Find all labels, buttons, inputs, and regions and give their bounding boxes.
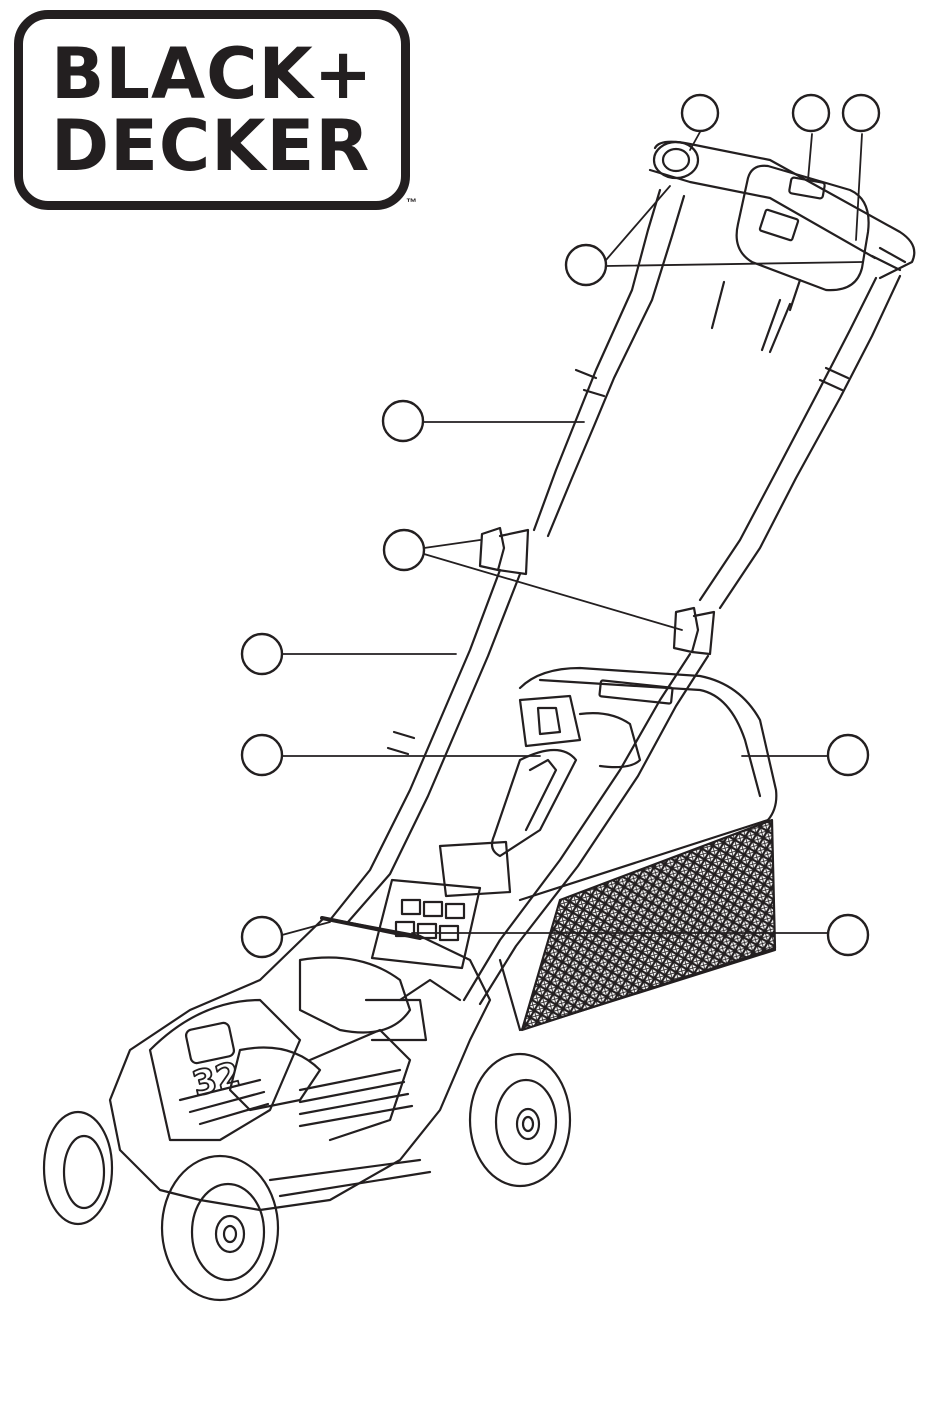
callout-handle-right (843, 95, 879, 131)
wheel-front-right (470, 1054, 570, 1186)
upper-handle-right (700, 276, 900, 608)
callout-grass-box (828, 735, 868, 775)
wheel-rear-left (44, 1112, 112, 1224)
handle-clamp-right (674, 608, 714, 654)
callout-height-adjust (242, 917, 282, 957)
callout-lower-handle (242, 634, 282, 674)
callout-lock-off-button (566, 245, 606, 285)
callout-switch-box (793, 95, 829, 131)
control-panel (372, 842, 510, 968)
upper-handle-left (534, 190, 684, 536)
handle-clamp-left (480, 528, 528, 574)
grass-box (500, 668, 776, 1030)
callout-handle-clamps (384, 530, 424, 570)
callout-handle-top-left (682, 95, 718, 131)
switch-box (712, 166, 869, 352)
grass-box-handle (492, 750, 576, 856)
handle-bar (650, 142, 914, 278)
callout-circles (242, 95, 879, 957)
callout-grass-box-handle (242, 735, 282, 775)
wheel-front-left (162, 1156, 278, 1300)
lower-handle-left (330, 570, 520, 922)
callout-battery-cover (828, 915, 868, 955)
mower-body (110, 918, 490, 1210)
callout-upper-handle (383, 401, 423, 441)
